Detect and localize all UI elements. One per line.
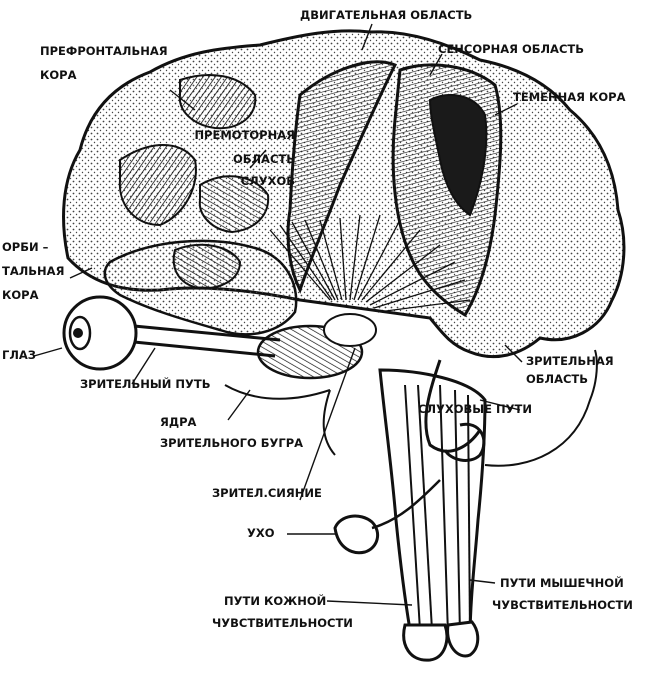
- leader-lines: [33, 23, 523, 606]
- label-sensory-area: СЕНСОРНАЯ ОБЛАСТЬ: [438, 42, 584, 56]
- thalamus-core: [323, 313, 377, 347]
- label-ear: УХО: [247, 526, 275, 540]
- label-optic-radiation: ЗРИТЕЛ.СИЯНИЕ: [212, 486, 322, 500]
- label-visual-area-line1: ЗРИТЕЛЬНАЯ: [526, 354, 614, 368]
- parietal-dark: [428, 94, 488, 217]
- label-prefrontal-line2: КОРА: [40, 68, 77, 82]
- optic-nerve: [133, 324, 281, 358]
- spinal-base-2: [446, 620, 480, 658]
- eye-ball: [62, 295, 138, 371]
- ear-shape: [333, 514, 380, 555]
- premotor-gyrus: [198, 175, 270, 234]
- label-eye: ГЛАЗ: [2, 348, 36, 362]
- frontal-gyrus-1: [118, 144, 197, 227]
- label-thalamus-line2: ЗРИТЕЛЬНОГО БУГРА: [160, 436, 304, 450]
- label-orbital-line2: ТАЛЬНАЯ: [2, 264, 65, 278]
- spinal-base: [402, 623, 449, 662]
- label-muscle-paths-line1: ПУТИ МЫШЕЧНОЙ: [500, 576, 624, 590]
- label-prefrontal-line1: ПРЕФРОНТАЛЬНАЯ: [40, 44, 168, 58]
- lower-gyrus: [172, 243, 242, 290]
- label-orbital-line3: КОРА: [2, 288, 39, 302]
- outer-contour: [224, 384, 336, 456]
- auditory-path: [424, 359, 482, 453]
- label-skin-paths-line1: ПУТИ КОЖНОЙ: [224, 594, 327, 608]
- motor-band: [286, 60, 398, 294]
- spinal-tracts: [404, 384, 471, 636]
- label-visual-area-line2: ОБЛАСТЬ: [526, 372, 589, 386]
- right-contour: [484, 349, 598, 467]
- eye-pupil: [73, 328, 83, 338]
- label-muscle-paths-line2: ЧУВСТВИТЕЛЬНОСТИ: [492, 598, 633, 612]
- label-premotor-line2: ОБЛАСТЬ: [232, 152, 295, 166]
- frontal-gyrus-2: [178, 74, 257, 130]
- label-skin-paths-line2: ЧУВСТВИТЕЛЬНОСТИ: [212, 616, 353, 630]
- label-motor-area: ДВИГАТЕЛЬНАЯ ОБЛАСТЬ: [300, 8, 473, 22]
- radiation-fibers: [269, 214, 471, 313]
- ear-canal: [371, 479, 441, 530]
- label-orbital-line1: ОРБИ –: [2, 240, 49, 254]
- label-auditory-paths: СЛУХОВЫЕ ПУТИ: [418, 402, 533, 416]
- label-parietal-cortex: ТЕМЕННАЯ КОРА: [513, 90, 626, 104]
- label-premotor-line1: ПРЕМОТОРНАЯ: [194, 128, 295, 142]
- auditory-loop: [443, 422, 486, 462]
- label-hearing: СЛУХОВ: [240, 174, 295, 188]
- label-thalamus-line1: ЯДРА: [160, 415, 197, 429]
- label-optic-path: ЗРИТЕЛЬНЫЙ ПУТЬ: [80, 377, 211, 391]
